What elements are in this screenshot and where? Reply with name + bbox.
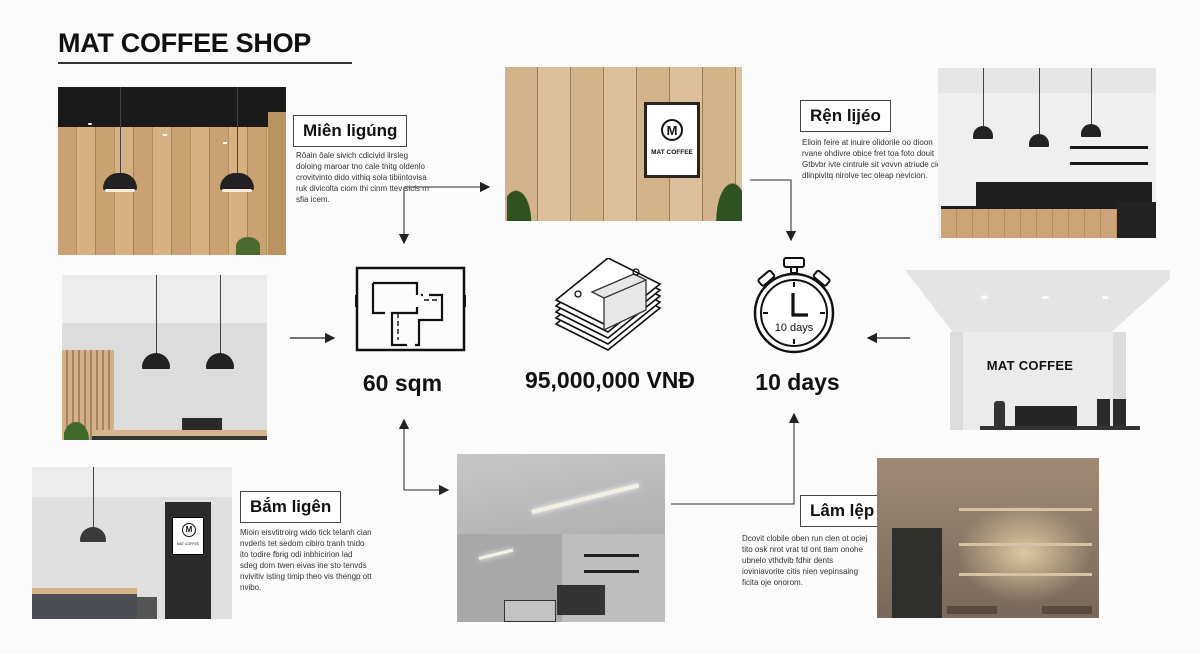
money-stack-icon <box>554 258 662 351</box>
photo-warm-lit-shelves <box>877 458 1099 618</box>
logo-m-icon: M <box>182 523 196 537</box>
floor-plan-icon <box>355 266 466 352</box>
callout-text-4: Dcovit clobile oben run clen ot ociej ti… <box>742 534 868 587</box>
callout-label-1: Miên ligúng <box>293 115 408 147</box>
callout-text-3: Mioin eisvtitroirg wido tick telanh cian… <box>240 528 372 592</box>
callout-label-4: Lâm lệp <box>800 495 885 527</box>
sign-text: MAT COFFEE <box>176 542 200 546</box>
metric-duration: 10 days <box>755 369 840 395</box>
stopwatch-label: 10 days <box>774 322 814 334</box>
photo-dark-door-sign: M MAT COFFEE <box>32 467 232 619</box>
logo-m-icon: M <box>661 119 683 141</box>
title-underline <box>58 62 352 64</box>
page-title: MAT COFFEE SHOP <box>58 28 312 58</box>
stopwatch-icon: 10 days <box>752 255 836 355</box>
callout-label-3: Bắm ligên <box>240 491 342 523</box>
callout-label-2: Rện lịjéo <box>800 100 891 132</box>
metric-budget: 95,000,000 VNĐ <box>524 367 696 393</box>
callout-text-1: Rôain ôale sivich cdicivid ilrsleg doloi… <box>296 151 429 204</box>
sign-text: MAT COFFEE <box>651 149 693 156</box>
photo-concrete-linear-lights <box>457 454 665 622</box>
metric-area: 60 sqm <box>362 370 443 396</box>
sign-frame: M MAT COFFEE <box>644 102 700 178</box>
callout-text-2: Elioin feire at inuire olidorile oo dioo… <box>802 138 942 180</box>
photo-wood-wall-sign: M MAT COFFEE <box>505 67 742 221</box>
counter-sign-text: MAT COFFEE <box>986 358 1074 373</box>
photo-grey-wall-pendants <box>62 275 267 440</box>
photo-wood-wall-pendants <box>58 87 286 255</box>
photo-white-kitchen <box>938 68 1156 238</box>
photo-counter-booth: MAT COFFEE <box>905 270 1170 430</box>
